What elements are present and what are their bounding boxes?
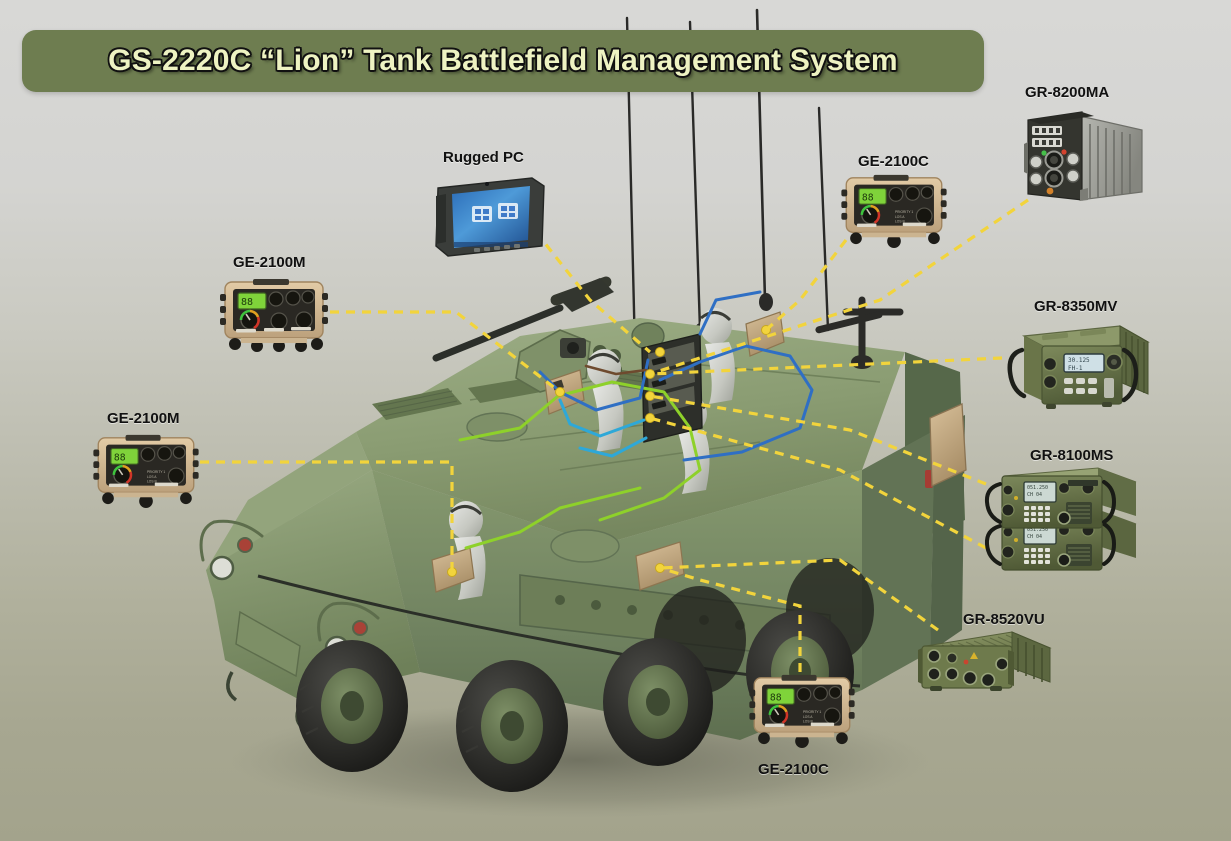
svg-text:LOS B: LOS B (895, 220, 906, 224)
svg-text:CH 04: CH 04 (1027, 492, 1042, 498)
svg-text:88: 88 (862, 192, 874, 203)
svg-text:PRIORITY 1: PRIORITY 1 (895, 210, 913, 214)
svg-text:88: 88 (241, 297, 253, 308)
label-ge-2100m-1: GE-2100M (233, 254, 306, 271)
title-banner: GS-2220C “Lion” Tank Battlefield Managem… (22, 30, 984, 92)
cross-antenna (815, 296, 904, 364)
svg-text:LOS A: LOS A (147, 475, 157, 479)
link-gr8520vu (659, 558, 939, 632)
wheels (296, 558, 874, 792)
svg-text:LOS B: LOS B (803, 720, 814, 724)
svg-text:PRIORITY 1: PRIORITY 1 (147, 470, 165, 474)
svg-text:88: 88 (770, 692, 782, 703)
svg-text:LOS B: LOS B (147, 480, 158, 484)
svg-text:88: 88 (114, 452, 126, 463)
link-ge2100m-1 (330, 310, 561, 394)
label-gr-8520vu: GR-8520VU (963, 611, 1045, 628)
link-gr8350mv (649, 356, 1003, 376)
svg-text:LOS A: LOS A (803, 715, 813, 719)
device-rugged-pc[interactable] (432, 172, 548, 260)
svg-text:PRIORITY 1: PRIORITY 1 (803, 710, 821, 714)
internal-radio-rack (641, 333, 703, 443)
label-ge-2100c-2: GE-2100C (758, 761, 829, 778)
label-ge-2100m-2: GE-2100M (107, 410, 180, 427)
label-gr-8200ma: GR-8200MA (1025, 84, 1110, 101)
rear-marker-light (925, 470, 933, 488)
device-gr-8520vu[interactable] (908, 626, 1058, 706)
front-connectors (927, 649, 1009, 688)
onboard-intercom-units (431, 311, 785, 593)
label-gr-8350mv: GR-8350MV (1034, 298, 1118, 315)
antenna-4 (817, 106, 830, 332)
svg-text:FH-1: FH-1 (1068, 365, 1083, 372)
tablet-buttons (474, 244, 520, 252)
link-rugged-pc (534, 231, 652, 354)
link-gr8200ma (649, 198, 1029, 376)
svg-text:051.250: 051.250 (1027, 527, 1048, 533)
page-title: GS-2220C “Lion” Tank Battlefield Managem… (108, 44, 898, 77)
link-ge2100c-2 (659, 566, 802, 672)
label-ge-2100c-1: GE-2100C (858, 153, 929, 170)
brush-guards (199, 519, 380, 642)
device-ge-2100m-2[interactable]: 88 PRIORITY 1 LOS A LOS B (92, 432, 200, 508)
deck-hatches (466, 412, 620, 563)
label-rugged-pc: Rugged PC (443, 149, 524, 166)
wheel-1 (296, 640, 408, 772)
svg-text:051.250: 051.250 (1027, 485, 1048, 491)
wheel-2 (456, 660, 568, 792)
link-ge2100m-2 (200, 460, 454, 572)
device-ge-2100c-1[interactable]: 88 PRIORITY 1 LOS A LOS B (840, 172, 948, 248)
link-gr8100ms-1 (649, 394, 987, 486)
link-ge2100c-1 (764, 239, 848, 332)
device-gr-8350mv[interactable]: 30.125 FH-1 (1002, 320, 1152, 412)
device-ge-2100m-1[interactable]: 88 (219, 276, 329, 354)
device-gr-8200ma[interactable] (1018, 104, 1148, 208)
power-cable (458, 380, 702, 522)
keypad (1064, 378, 1097, 394)
circular-connectors (1029, 150, 1080, 188)
wheel-3 (603, 638, 713, 766)
link-gr8100ms-2 (649, 416, 987, 550)
label-gr-8100ms: GR-8100MS (1030, 447, 1114, 464)
svg-text:LOS A: LOS A (895, 215, 905, 219)
aux-bus-cable (558, 398, 646, 438)
device-ge-2100c-2[interactable]: 88 PRIORITY 1 LOS A LOS B (748, 672, 856, 748)
svg-text:CH 04: CH 04 (1027, 534, 1042, 540)
svg-text:30.125: 30.125 (1068, 357, 1090, 364)
